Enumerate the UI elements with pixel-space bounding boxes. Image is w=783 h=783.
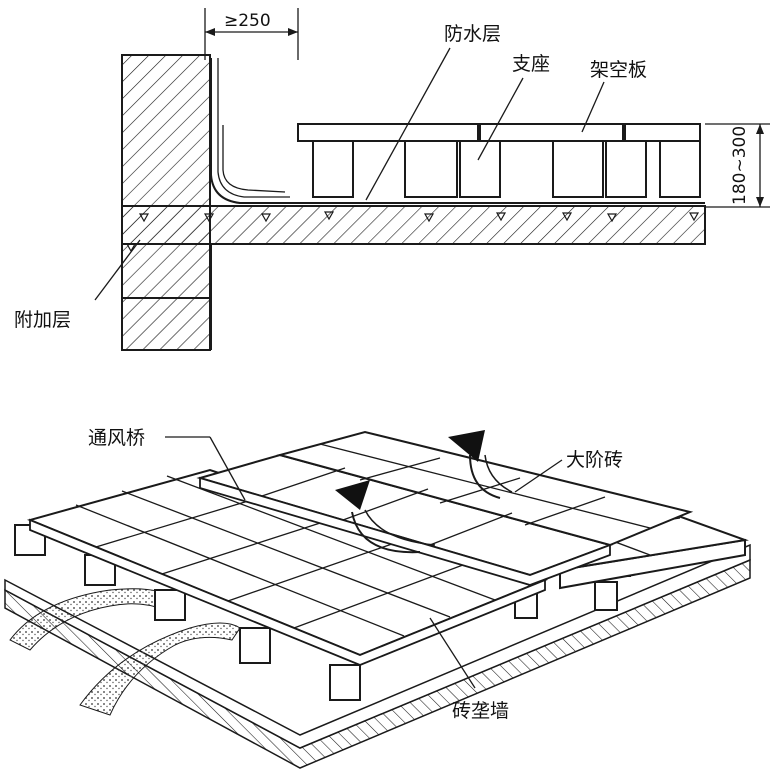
aggregate-marks: [125, 211, 700, 253]
perspective-view: 通风桥 大阶砖 砖垄墙: [4, 427, 751, 769]
label-support: 支座: [512, 53, 550, 75]
parapet-wall: [121, 54, 211, 351]
label-waterproof-layer: 防水层: [444, 23, 501, 45]
dimension-height: 180~300: [705, 123, 770, 208]
overhead-boards: [297, 123, 701, 142]
label-additional-layer: 附加层: [14, 309, 71, 331]
dimension-width-label: ≥250: [224, 11, 271, 31]
dimension-height-label: 180~300: [730, 126, 750, 205]
label-brick-pier-wall: 砖垄墙: [452, 700, 509, 722]
roof-slab: [121, 205, 706, 245]
vent-bridge: [196, 430, 694, 586]
airflow-arrows: [335, 430, 513, 554]
waterproof-membrane: [210, 58, 705, 204]
label-overhead-board: 架空板: [590, 59, 647, 81]
label-large-step-brick: 大阶砖: [566, 449, 623, 471]
supports: [312, 140, 701, 198]
label-vent-bridge: 通风桥: [88, 427, 145, 449]
section-detail: ≥250 180~300 防水层 支座 架空板 附加层: [14, 8, 770, 355]
dimension-width: ≥250: [204, 8, 299, 60]
